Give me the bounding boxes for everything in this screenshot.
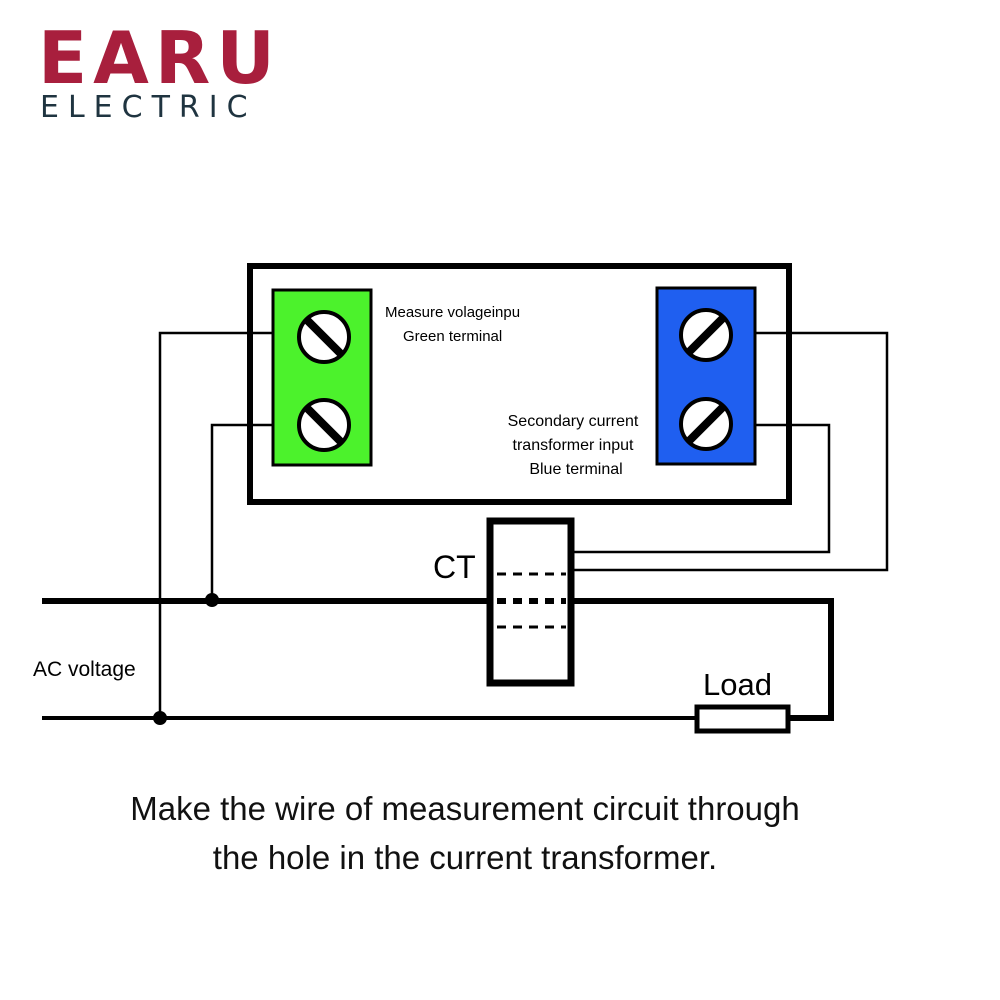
logo-brand: EARU [38,16,281,100]
current-terminal-label-line3: Blue terminal [529,461,622,478]
caption-line-1: Make the wire of measurement circuit thr… [130,790,800,827]
current-terminal-label-line2: transformer input [513,437,634,454]
load-label: Load [703,667,772,702]
screw-icon [297,398,351,452]
ct-wire-outer [573,331,889,572]
caption-line-2: the hole in the current transformer. [212,839,718,876]
junction-dot [205,593,219,607]
ct-wire-inner [573,423,831,554]
current-terminal-label-line1: Secondary current [508,413,639,430]
voltage-terminal-label-line2: Green terminal [403,328,502,345]
junction-dot [153,711,167,725]
load-resistor [694,704,791,734]
ct-label: CT [433,549,476,585]
voltage-wire-top [158,331,273,718]
screw-icon [297,310,351,364]
ac-voltage-label: AC voltage [33,658,136,681]
voltage-wire-bottom [210,423,273,600]
voltage-terminal-label-line1: Measure volageinpu [385,304,520,321]
screw-icon [679,308,733,362]
screw-icon [679,397,733,451]
ac-line-live [42,598,834,721]
logo-tagline: ELECTRIC [40,90,257,125]
